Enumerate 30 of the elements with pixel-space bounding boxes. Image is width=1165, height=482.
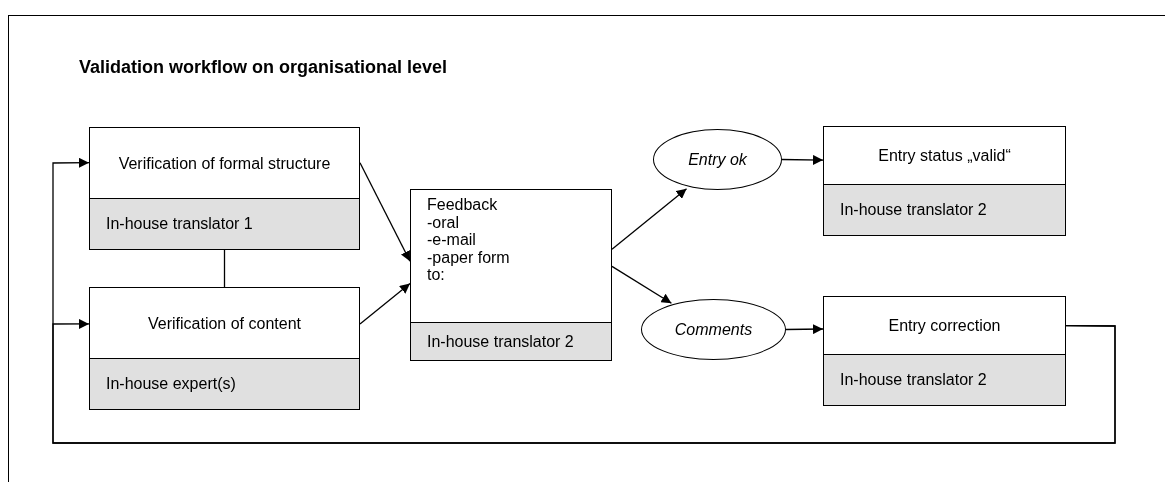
arrow [611, 188, 688, 250]
process-box [410, 189, 612, 361]
arrow [611, 265, 673, 304]
step-label: Entry correction [888, 316, 1001, 335]
role-label: In-house translator 2 [411, 322, 611, 360]
oval-label: Comments [674, 320, 753, 339]
step-label: -paper form [427, 248, 510, 266]
step-label: Verification of formal structure [118, 153, 331, 173]
arrow [359, 282, 411, 325]
arrow [781, 154, 824, 165]
process-box [89, 127, 360, 250]
arrow [359, 162, 411, 262]
step-label: to: [427, 266, 445, 284]
arrow [52, 318, 1116, 444]
role-label: In-house translator 2 [824, 354, 1065, 405]
role-label: In-house translator 1 [90, 198, 359, 249]
step-label: -oral [427, 213, 459, 231]
diagram-title: Validation workflow on organisational level [79, 57, 448, 78]
connector-line [223, 249, 226, 288]
role-label: In-house translator 2 [824, 184, 1065, 235]
process-box [823, 126, 1066, 236]
step-label: Entry status „valid“ [878, 146, 1011, 165]
step-label: Verification of content [148, 313, 301, 333]
step-label: Feedback [427, 196, 498, 214]
step-label: -e-mail [427, 231, 476, 249]
role-label: In-house expert(s) [90, 358, 359, 409]
oval-label: Entry ok [688, 150, 747, 169]
arrow [785, 324, 824, 335]
process-box [89, 287, 360, 410]
process-box [823, 296, 1066, 406]
